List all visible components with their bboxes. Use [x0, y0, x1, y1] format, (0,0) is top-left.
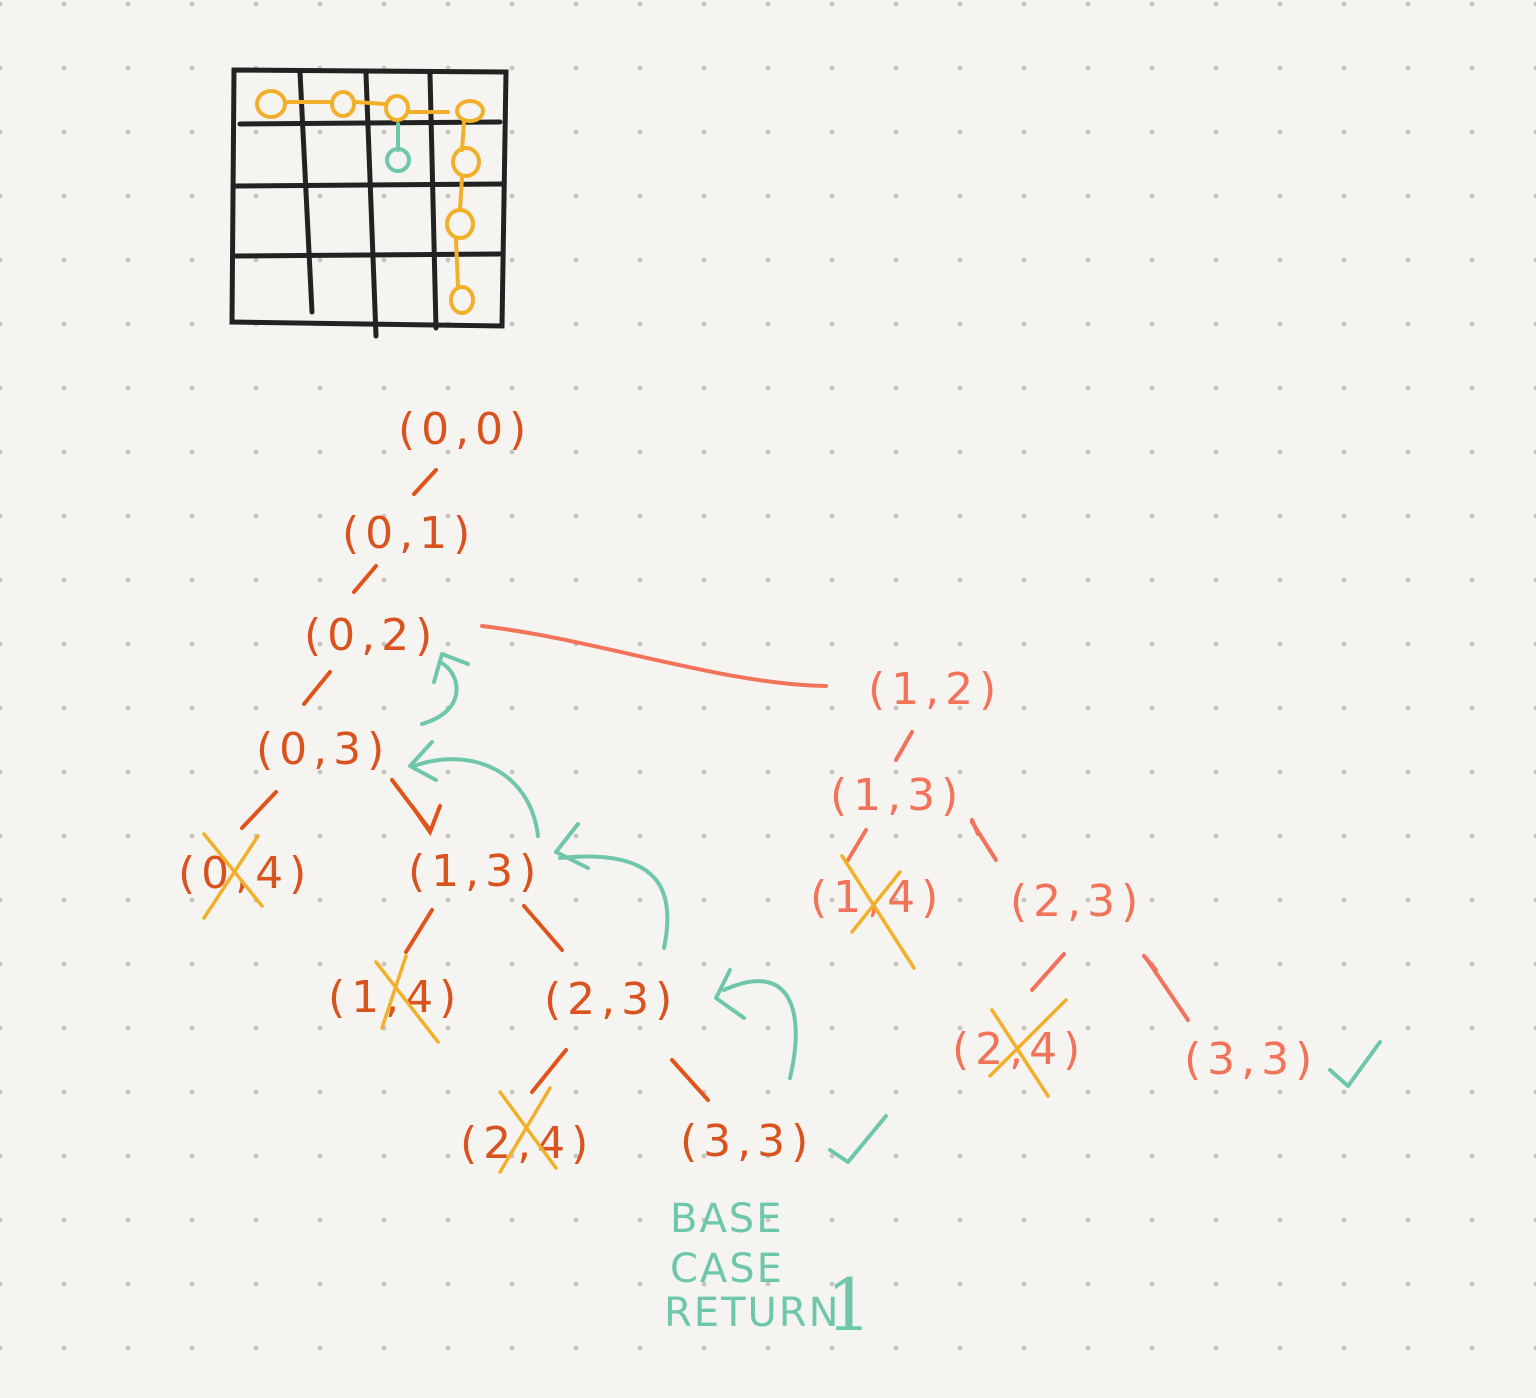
node-3-3-right: (3,3): [1184, 1034, 1318, 1085]
tree-edge: [846, 828, 868, 862]
tree-edge: [302, 670, 332, 706]
note-return-value: 1: [826, 1263, 872, 1347]
alt-cell-icon: [385, 147, 411, 173]
cross-icon: [988, 998, 1068, 1098]
node-1-2: (1,2): [868, 664, 1002, 715]
return-arrows: [408, 652, 798, 1080]
path-cell-icon: [255, 89, 287, 119]
tree-edge: [240, 790, 278, 830]
path-cell-icon: [445, 208, 475, 240]
cross-icon: [840, 854, 916, 970]
arrow-icon: [558, 854, 670, 950]
cross-icon: [202, 832, 264, 920]
arrow-icon: [412, 757, 540, 838]
path-cell-icon: [384, 94, 410, 122]
path-arrow-icon: [460, 120, 466, 152]
path-arrow-icon: [454, 238, 460, 288]
checks: [828, 1040, 1382, 1164]
arrow-icon: [420, 660, 459, 726]
grid-outline: [229, 67, 509, 329]
tree-edge: [352, 564, 378, 594]
arrow-icon: [554, 822, 590, 870]
check-icon: [1328, 1040, 1382, 1088]
path-cell-icon: [449, 285, 475, 315]
check-icon: [828, 1114, 888, 1164]
node-0-0: (0,0): [398, 404, 532, 455]
path-cell-icon: [455, 99, 485, 123]
node-2-3-right: (2,3): [1010, 876, 1144, 927]
note-line-3: RETURN: [664, 1290, 841, 1336]
grid-sketch: [229, 67, 509, 339]
node-2-3: (2,3): [544, 974, 678, 1025]
tree-edge: [412, 468, 438, 496]
node-3-3: (3,3): [680, 1116, 814, 1167]
node-0-4: (0,4): [178, 848, 312, 899]
arrow-icon: [722, 979, 798, 1080]
arrow-icon: [970, 818, 1158, 972]
node-0-1: (0,1): [342, 508, 476, 559]
node-1-3-right: (1,3): [830, 770, 964, 821]
grid-row-line: [233, 251, 503, 259]
path-arrow-icon: [354, 100, 386, 106]
node-0-2: (0,2): [304, 610, 438, 661]
arrow-icon: [714, 968, 746, 1020]
path-cell-icon: [330, 90, 356, 118]
tree-edge: [404, 908, 434, 954]
arrow-icon: [410, 804, 442, 837]
arrow-icon: [432, 652, 470, 684]
tree-edge: [530, 1048, 568, 1094]
note-line-2: CASE: [670, 1246, 784, 1292]
path-cell-icon: [451, 146, 481, 178]
node-1-3: (1,3): [408, 846, 542, 897]
grid-col-line: [363, 71, 379, 339]
subtree-connector: [480, 624, 828, 688]
right-tree-nodes: (1,2) (1,3) (1,4) (2,3) (2,4) (3,3): [810, 664, 1318, 1085]
base-case-note: BASE CASE RETURN 1: [664, 1196, 872, 1347]
arrow-icon: [408, 740, 438, 782]
cross-icon: [374, 954, 440, 1044]
crosses: [202, 832, 1068, 1174]
tree-edge: [894, 730, 914, 762]
grid-col-line: [297, 69, 315, 315]
cross-icon: [498, 1086, 558, 1174]
tree-edge: [522, 904, 564, 952]
grid-col-line: [427, 71, 439, 331]
node-1-4-right: (1,4): [810, 872, 944, 923]
left-tree-nodes: (0,0) (0,1) (0,2) (0,3) (0,4) (1,3) (1,4…: [178, 404, 814, 1169]
tree-edge: [1030, 952, 1066, 992]
grid-alt-path: [385, 122, 411, 173]
node-1-4: (1,4): [328, 972, 462, 1023]
path-arrow-icon: [458, 176, 464, 212]
node-0-3: (0,3): [256, 724, 390, 775]
note-line-1: BASE: [670, 1196, 783, 1242]
grid-path: [255, 89, 485, 315]
tree-edge: [670, 1058, 710, 1102]
